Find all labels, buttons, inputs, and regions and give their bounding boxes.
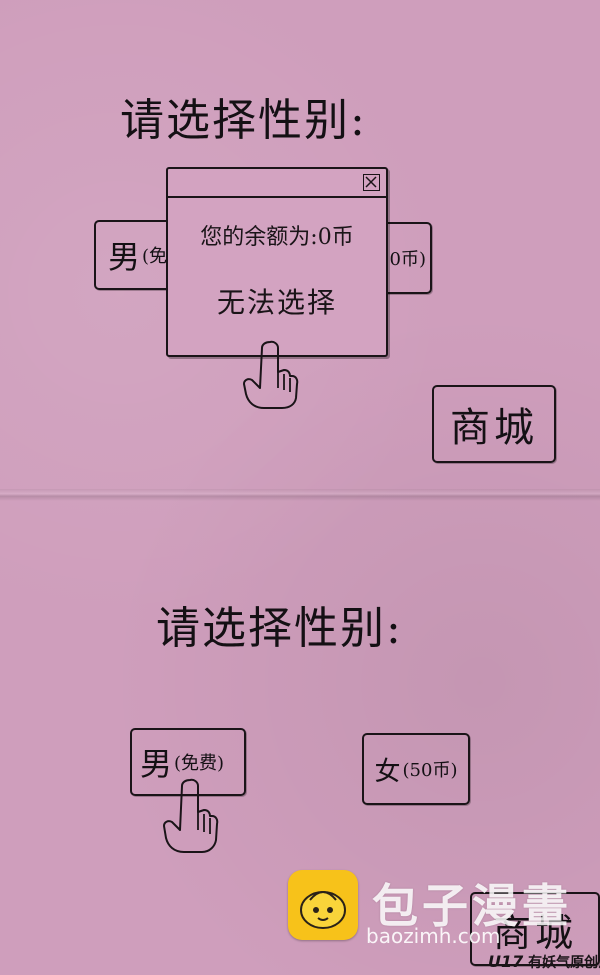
u17-watermark: U17 有妖气原创漫画: [488, 952, 600, 972]
cannot-select-message: 无法选择: [216, 286, 337, 319]
gender-select-title-bottom: 请选择性别:: [156, 603, 403, 654]
shop-button-label: 商城: [450, 405, 538, 451]
u17-slogan: 有妖气原创漫画: [528, 955, 600, 971]
male-option-label: 男: [140, 745, 173, 783]
pointing-hand-icon: [163, 778, 219, 853]
shop-button-bottom[interactable]: 商城: [470, 892, 600, 966]
close-icon[interactable]: [363, 174, 380, 191]
shop-button-top[interactable]: 商城: [432, 385, 556, 463]
pointing-hand-icon: [243, 340, 299, 409]
balance-text: 您的余额为:0币: [200, 225, 354, 250]
male-option-button-bottom[interactable]: 男 (免费): [130, 728, 246, 796]
dialog-title-bar: [168, 169, 386, 198]
bun-logo-icon: [288, 870, 358, 940]
female-option-label: 女: [374, 756, 401, 787]
page-fold-divider: [0, 489, 600, 501]
male-option-price: (免: [142, 246, 168, 267]
female-option-price: 0币): [389, 249, 426, 270]
male-option-price: (免费): [174, 753, 225, 774]
female-option-button-bottom[interactable]: 女 (50币): [362, 733, 470, 805]
insufficient-balance-dialog: 您的余额为:0币 无法选择: [166, 167, 388, 357]
watermark-site-name: 包子漫畫: [372, 879, 572, 933]
watermark: 包子漫畫 baozimh.com U17 有妖气原创漫画: [288, 870, 600, 975]
male-option-label: 男: [108, 238, 141, 276]
shop-button-label: 商城: [492, 910, 577, 955]
female-option-price: (50币): [402, 760, 458, 781]
u17-brand: U17: [488, 952, 524, 971]
watermark-url: baozimh.com: [366, 924, 501, 948]
gender-select-title-top: 请选择性别:: [120, 95, 367, 146]
